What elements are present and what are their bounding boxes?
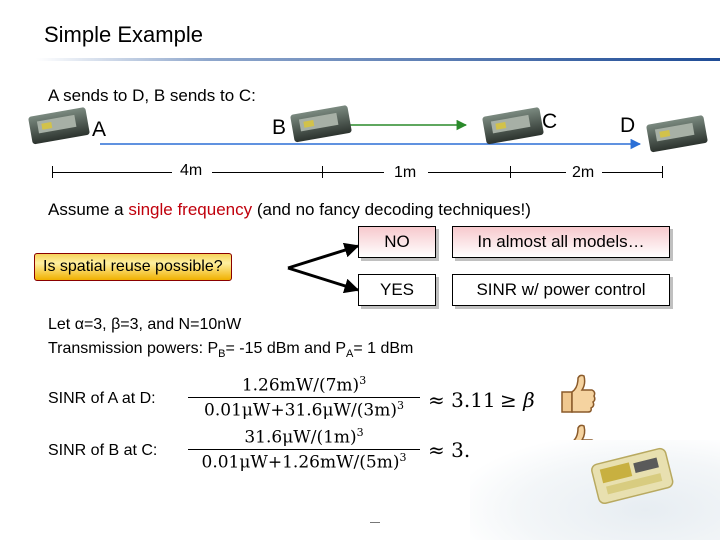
assumption-highlight: single frequency <box>128 200 253 219</box>
sinr-a-compare: ≥ β <box>500 388 535 412</box>
scale-line-ab-right <box>212 172 322 173</box>
answer-yes-box: YES <box>358 274 436 306</box>
slide-title: Simple Example <box>44 22 203 47</box>
node-c-label: C <box>542 110 558 133</box>
answer-no-explanation: In almost all models… <box>452 226 670 258</box>
sinr-a-fraction: 1.26mW/(7m)3 0.01μW+31.6μW/(3m)3 <box>188 374 420 420</box>
branch-arrows <box>287 242 360 294</box>
sensor-device-b <box>290 105 352 143</box>
sinr-b-numerator: 31.6μW/(1m) <box>244 427 357 448</box>
arrow-to-yes <box>287 266 360 294</box>
answer-yes-explanation: SINR w/ power control <box>452 274 670 306</box>
assumption-prefix: Assume a <box>48 200 129 219</box>
sinr-a-denominator: 0.01μW+31.6μW/(3m) <box>204 400 397 421</box>
scale-tick <box>662 166 663 178</box>
sinr-b-fraction: 31.6μW/(1m)3 0.01μW+1.26mW/(5m)3 <box>188 426 420 472</box>
title-rule <box>36 58 720 61</box>
thumbs-up-icon <box>561 374 596 413</box>
sinr-a-label: SINR of A at D: <box>48 390 156 407</box>
scale-tick <box>510 166 511 178</box>
footer-mark <box>370 522 380 523</box>
distance-ab: 4m <box>180 162 203 179</box>
scale-tick <box>322 166 323 178</box>
arrow-to-no <box>287 242 360 270</box>
sensor-device-a <box>28 107 90 145</box>
scale-tick <box>52 166 53 178</box>
sensor-device-photo <box>591 447 674 505</box>
assumption-text: Assume a single frequency (and no fancy … <box>48 200 531 220</box>
node-a-label: A <box>92 118 107 141</box>
sinr-a-numerator: 1.26mW/(7m) <box>241 375 360 396</box>
sinr-b-label: SINR of B at C: <box>48 442 158 459</box>
powers-line: Transmission powers: PB= -15 dBm and PA=… <box>48 340 414 361</box>
network-diagram <box>28 105 708 153</box>
sinr-a-result: ≈ 3.11 <box>428 388 496 412</box>
scenario-text: A sends to D, B sends to C: <box>48 86 256 105</box>
scale-line-cd-right <box>602 172 662 173</box>
node-d-label: D <box>620 114 636 137</box>
scale-line-ab-left <box>52 172 172 173</box>
sinr-b-denominator: 0.01μW+1.26mW/(5m) <box>201 452 400 473</box>
node-b-label: B <box>272 116 287 139</box>
answer-no-box: NO <box>358 226 436 258</box>
sensor-device-c <box>482 107 544 145</box>
snow-background <box>470 440 720 540</box>
scale-line-bc-left <box>322 172 384 173</box>
params-line: Let α=3, β=3, and N=10nW <box>48 316 242 333</box>
distance-bc: 1m <box>394 164 417 181</box>
sensor-device-d <box>646 115 708 153</box>
question-box: Is spatial reuse possible? <box>34 253 232 281</box>
distance-cd: 2m <box>572 164 595 181</box>
scale-line-bc-right <box>428 172 510 173</box>
scale-line-cd-left <box>510 172 566 173</box>
assumption-suffix: (and no fancy decoding techniques!) <box>252 200 531 219</box>
